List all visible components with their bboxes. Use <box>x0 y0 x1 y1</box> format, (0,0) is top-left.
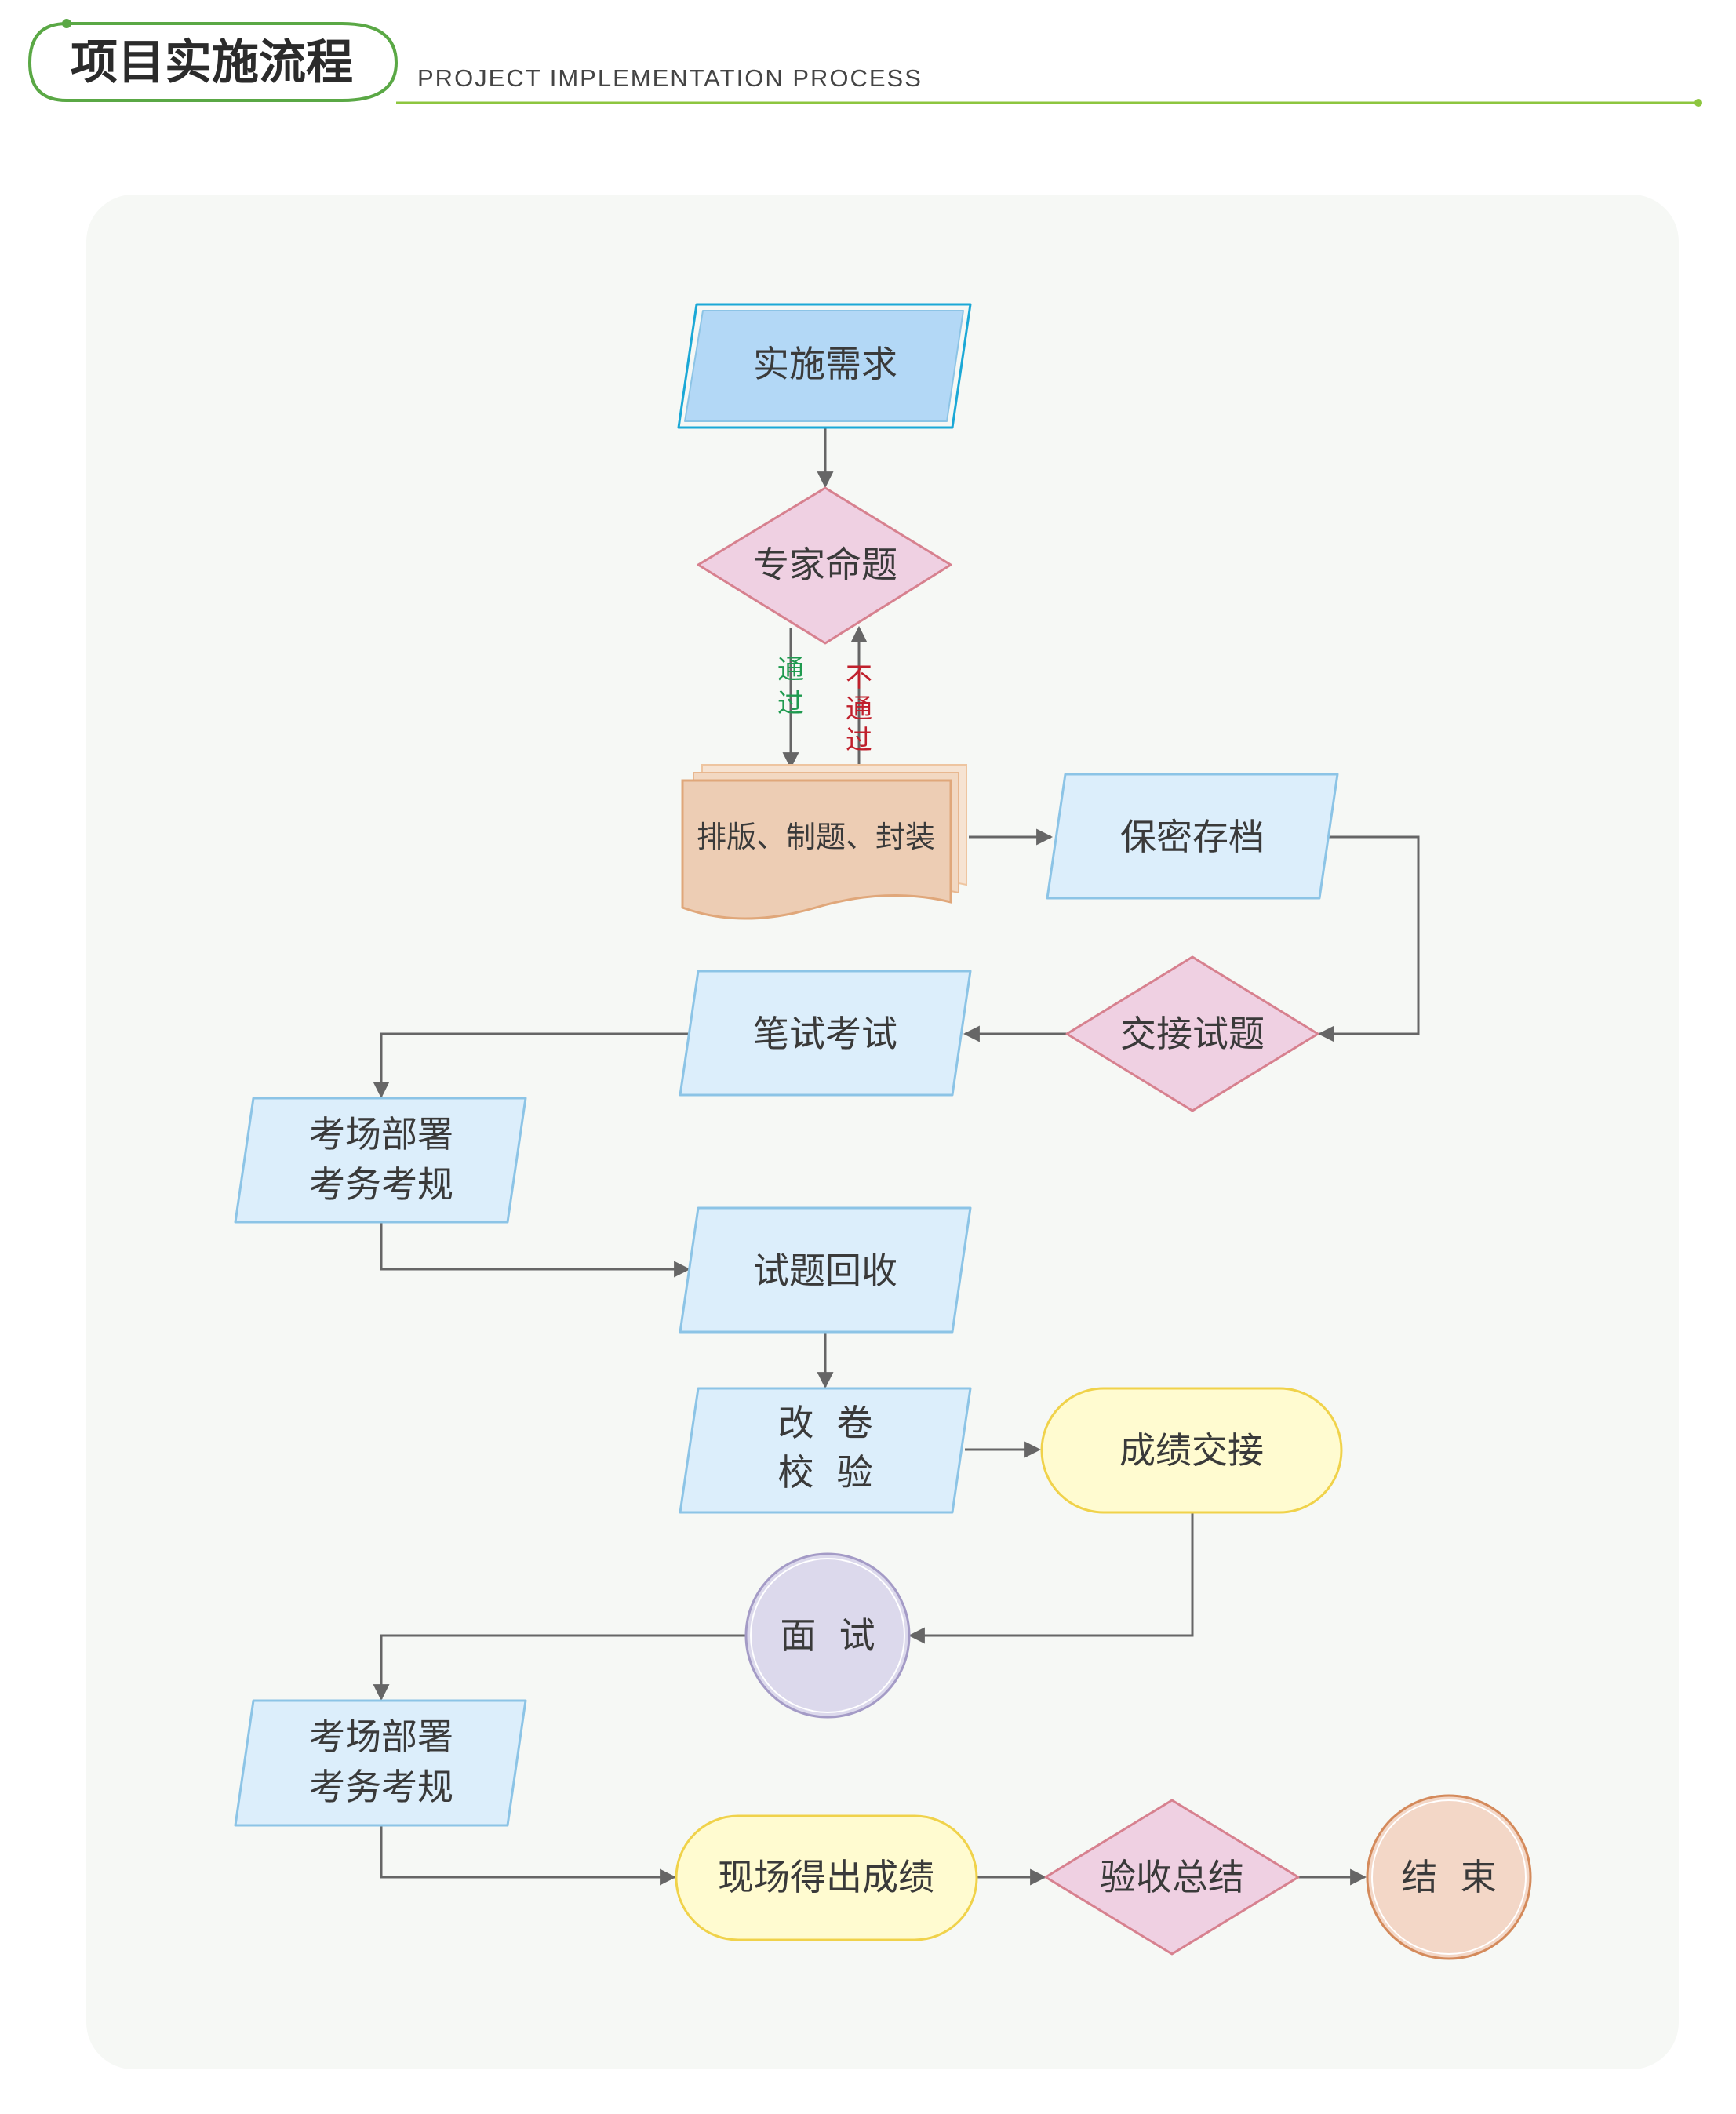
header-badge <box>27 22 399 102</box>
node-deploy-2: 考场部署 考务考规 <box>234 1699 527 1827</box>
header-badge-dot <box>62 19 71 28</box>
edge-label-fail-char-1: 不 <box>846 662 872 693</box>
edge-archive-handover <box>1317 835 1420 1042</box>
header: 项目实施流程 PROJECT IMPLEMENTATION PROCESS <box>27 19 1702 107</box>
page-title: 项目实施流程 <box>71 35 353 90</box>
node-grade-label-line1: 改 卷 <box>777 1402 872 1444</box>
node-onsite-label: 现场得出成绩 <box>718 1856 934 1898</box>
node-interview-label: 面 试 <box>780 1614 875 1657</box>
edge-label-fail-char-2: 通 <box>846 693 872 725</box>
node-handover-label: 交接试题 <box>1120 1013 1265 1055</box>
edge-label-pass: 通 过 <box>777 654 804 719</box>
node-grade-label-line2: 校 验 <box>777 1451 872 1494</box>
header-rule-dot <box>1694 99 1702 107</box>
node-expert-label: 专家命题 <box>753 544 897 586</box>
node-scores: 成绩交接 <box>1040 1387 1343 1514</box>
edge-written-deploy1 <box>373 1032 689 1099</box>
node-typeset: 排版、制题、封装 <box>681 764 967 920</box>
node-handover: 交接试题 <box>1065 955 1319 1112</box>
node-deploy-1-label-line1: 考场部署 <box>309 1113 453 1155</box>
node-archive: 保密存档 <box>1046 773 1339 900</box>
node-grade: 改 卷 校 验 <box>679 1387 972 1514</box>
node-end: 结 束 <box>1366 1794 1532 1960</box>
node-expert: 专家命题 <box>697 486 952 645</box>
node-written: 笔试考试 <box>679 970 972 1097</box>
node-acceptance-label: 验收总结 <box>1100 1856 1244 1898</box>
node-recall-label: 试题回收 <box>753 1250 897 1292</box>
node-deploy-2-label-line1: 考场部署 <box>309 1716 453 1758</box>
edge-interview-deploy2 <box>373 1634 745 1701</box>
node-deploy-1-label-line2: 考务考规 <box>309 1163 453 1206</box>
node-deploy-2-label-line2: 考务考规 <box>309 1766 453 1808</box>
node-deploy-1: 考场部署 考务考规 <box>234 1097 527 1224</box>
node-recall: 试题回收 <box>679 1206 972 1334</box>
node-archive-label: 保密存档 <box>1120 816 1265 858</box>
connectors <box>373 428 1420 1886</box>
edge-deploy2-onsite <box>380 1825 677 1886</box>
edge-label-pass-char-1: 通 <box>777 654 804 686</box>
edge-scores-interview <box>908 1512 1194 1644</box>
node-interview: 面 试 <box>744 1552 911 1719</box>
node-typeset-label: 排版、制题、封装 <box>697 820 935 854</box>
node-demand-label: 实施需求 <box>753 343 897 385</box>
edge-label-fail: 不 通 过 <box>846 662 872 756</box>
node-demand: 实施需求 <box>677 303 972 429</box>
edge-label-pass-char-2: 过 <box>777 688 804 719</box>
node-end-label: 结 束 <box>1401 1856 1496 1898</box>
node-written-label: 笔试考试 <box>753 1013 897 1055</box>
node-acceptance: 验收总结 <box>1044 1799 1300 1956</box>
diagram-panel <box>86 195 1679 2069</box>
edge-label-fail-char-3: 过 <box>846 725 872 756</box>
edge-deploy1-recall <box>380 1222 691 1278</box>
node-scores-label: 成绩交接 <box>1119 1429 1264 1472</box>
node-onsite: 现场得出成绩 <box>675 1814 978 1941</box>
page-subtitle: PROJECT IMPLEMENTATION PROCESS <box>417 64 923 92</box>
